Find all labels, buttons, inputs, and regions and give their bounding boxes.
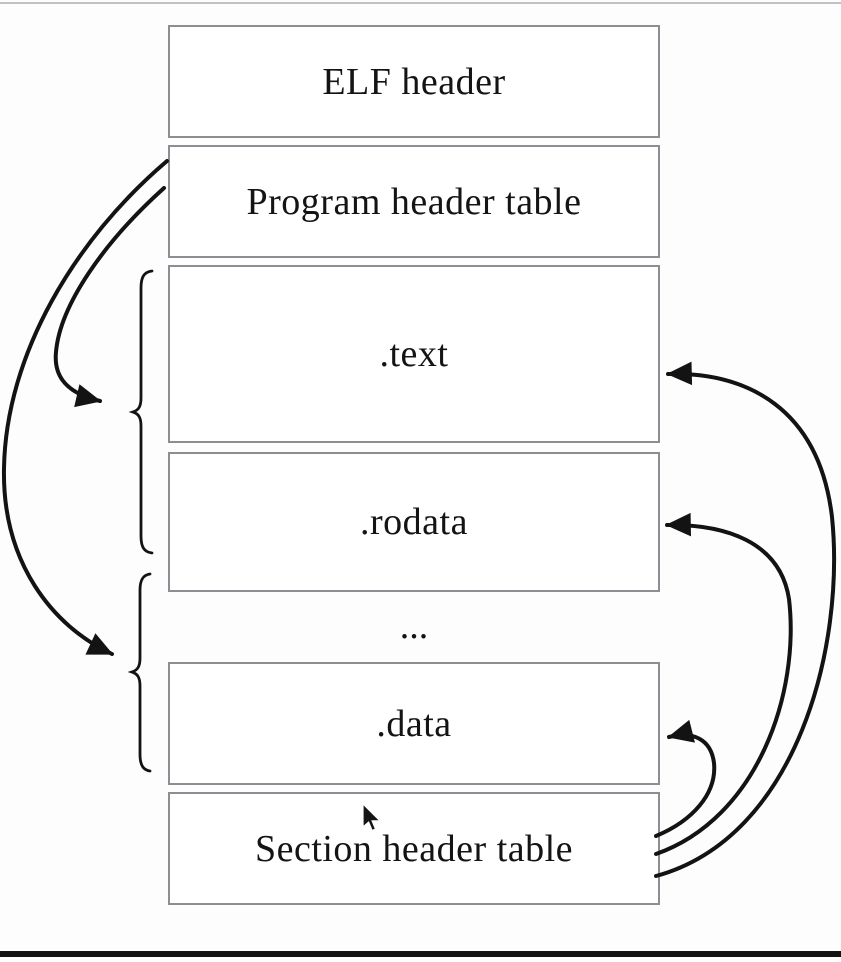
- ellipsis-label: ...: [399, 605, 429, 647]
- box-program-header-table: Program header table: [168, 145, 660, 258]
- segment-brace-2: [127, 572, 152, 773]
- box-label: Program header table: [246, 180, 582, 223]
- box-label: .rodata: [360, 501, 468, 543]
- box-elf-header: ELF header: [168, 25, 660, 138]
- box-label: .data: [376, 702, 452, 745]
- section-header-to-text-arrow: [654, 361, 837, 878]
- top-border-line: [0, 2, 841, 4]
- box-section-header-table: Section header table: [168, 792, 660, 905]
- section-header-to-data-arrow: [654, 719, 717, 838]
- box-data-section: .data: [168, 662, 660, 785]
- section-header-to-rodata-arrow: [654, 512, 793, 856]
- segment-brace-1: [128, 269, 154, 555]
- program-header-to-segment-1-arrow: [53, 186, 166, 408]
- box-label: Section header table: [254, 827, 574, 870]
- box-label: ELF header: [322, 60, 506, 103]
- box-label: .text: [379, 333, 449, 375]
- program-header-to-segment-2-arrow: [1, 159, 169, 656]
- box-text-section: .text: [168, 265, 660, 443]
- box-rodata-section: .rodata: [168, 452, 660, 592]
